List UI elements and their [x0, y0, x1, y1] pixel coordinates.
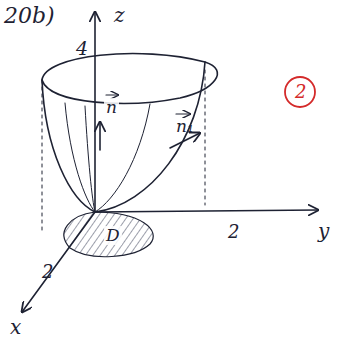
axis-label: n	[104, 98, 119, 117]
problem-number: 20b)	[2, 4, 57, 28]
axis-label: x	[8, 316, 23, 338]
axis-label: 2	[40, 262, 55, 282]
axis-label: D	[104, 226, 122, 245]
axis-label: z	[112, 4, 127, 26]
axis-label: 4	[74, 38, 90, 59]
axis-label: 2	[226, 222, 241, 242]
axis-label: y	[316, 220, 331, 242]
callout-number: 2	[293, 82, 308, 102]
axis-label: n₁	[174, 117, 196, 136]
